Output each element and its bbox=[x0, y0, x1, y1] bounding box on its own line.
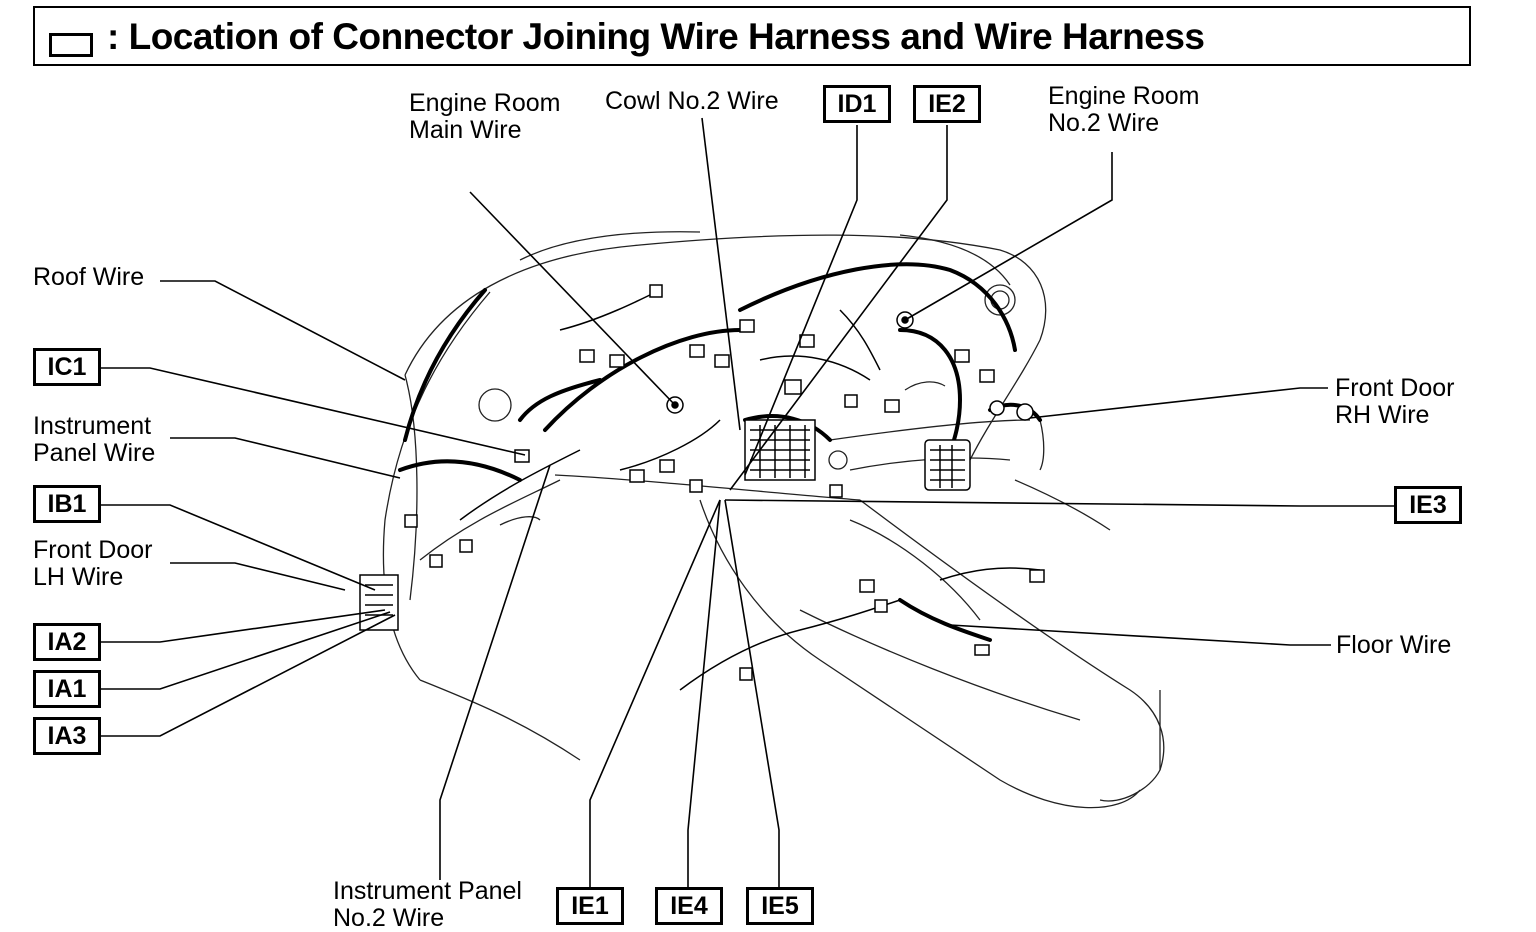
connector-code-ia3: IA3 bbox=[33, 717, 101, 755]
connector-blocks bbox=[404, 284, 1045, 681]
connector-code-id1: ID1 bbox=[823, 85, 891, 123]
label-cowl-no2-wire: Cowl No.2 Wire bbox=[605, 88, 779, 115]
label-line: No.2 Wire bbox=[333, 904, 445, 932]
label-line: Engine Room bbox=[409, 89, 561, 117]
title-banner: : Location of Connector Joining Wire Har… bbox=[33, 6, 1471, 66]
junction-blocks bbox=[359, 311, 1034, 631]
label-roof-wire: Roof Wire bbox=[33, 264, 144, 291]
label-engine-room-no2-wire: Engine Room No.2 Wire bbox=[1048, 83, 1199, 137]
connector-code-ic1: IC1 bbox=[33, 348, 101, 386]
connector-code-ie3: IE3 bbox=[1394, 486, 1462, 524]
connector-code-ia1: IA1 bbox=[33, 670, 101, 708]
page-title: : Location of Connector Joining Wire Har… bbox=[107, 16, 1205, 57]
connector-code-ie1: IE1 bbox=[556, 887, 624, 925]
label-instrument-panel-no2-wire: Instrument Panel No.2 Wire bbox=[333, 878, 522, 932]
connector-code-ib1: IB1 bbox=[33, 485, 101, 523]
connector-code-ie2: IE2 bbox=[913, 85, 981, 123]
label-line: Roof Wire bbox=[33, 263, 145, 291]
connector-code-ie4: IE4 bbox=[655, 887, 723, 925]
label-line: No.2 Wire bbox=[1048, 109, 1160, 137]
label-engine-room-main-wire: Engine Room Main Wire bbox=[409, 90, 560, 144]
label-line: LH Wire bbox=[33, 563, 124, 591]
label-line: Engine Room bbox=[1048, 82, 1200, 110]
label-line: RH Wire bbox=[1335, 401, 1430, 429]
label-line: Front Door bbox=[33, 536, 153, 564]
label-front-door-rh-wire: Front Door RH Wire bbox=[1335, 375, 1454, 429]
connector-code-ia2: IA2 bbox=[33, 623, 101, 661]
label-floor-wire: Floor Wire bbox=[1336, 632, 1451, 659]
label-line: Instrument Panel bbox=[333, 877, 522, 905]
label-line: Front Door bbox=[1335, 374, 1455, 402]
connector-symbol-icon bbox=[49, 33, 93, 57]
label-line: Instrument bbox=[33, 412, 152, 440]
label-line: Main Wire bbox=[409, 116, 522, 144]
dashboard-outline bbox=[382, 231, 1165, 809]
leader-lines bbox=[101, 117, 1396, 890]
connector-code-ie5: IE5 bbox=[746, 887, 814, 925]
label-front-door-lh-wire: Front Door LH Wire bbox=[33, 537, 152, 591]
label-instrument-panel-wire: Instrument Panel Wire bbox=[33, 413, 155, 467]
label-line: Floor Wire bbox=[1336, 631, 1452, 659]
label-line: Panel Wire bbox=[33, 439, 156, 467]
label-line: Cowl No.2 Wire bbox=[605, 87, 779, 115]
